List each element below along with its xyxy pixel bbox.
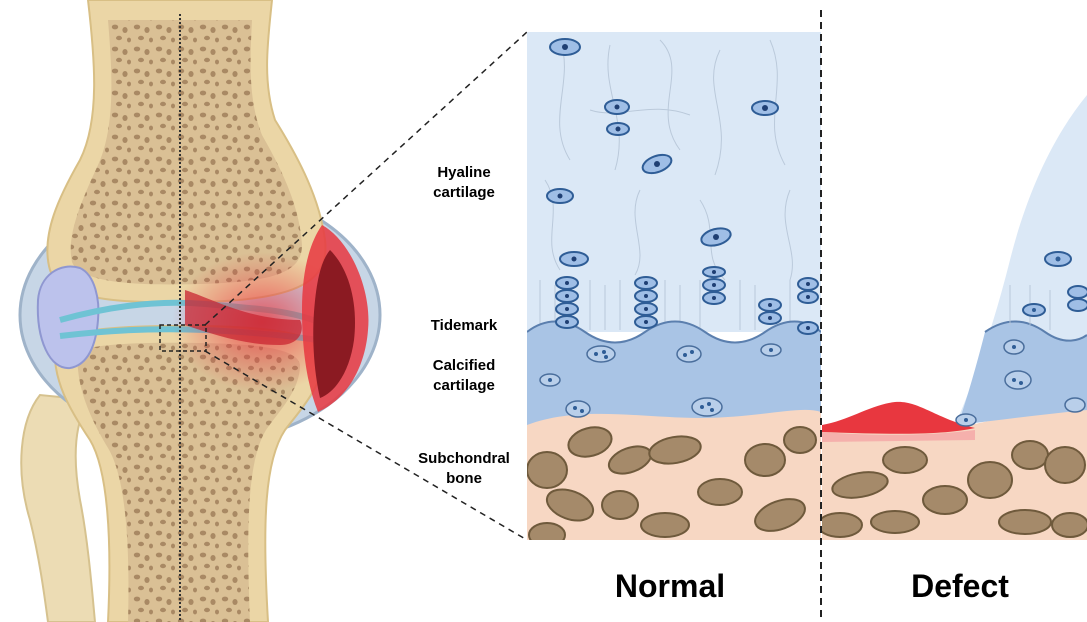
label-calcified-cartilage: Calcified cartilage [405, 356, 523, 396]
normal-panel [527, 32, 821, 547]
label-tidemark: Tidemark [405, 316, 523, 336]
defect-blood-clot [822, 402, 975, 434]
label-hyaline-cartilage: Hyaline cartilage [405, 163, 523, 203]
label-subchondral-bone: Subchondral bone [400, 449, 528, 489]
panel-title-normal: Normal [580, 568, 760, 604]
panel-title-defect: Defect [870, 568, 1050, 604]
defect-panel [818, 95, 1087, 540]
knee-joint-illustration [20, 0, 380, 622]
